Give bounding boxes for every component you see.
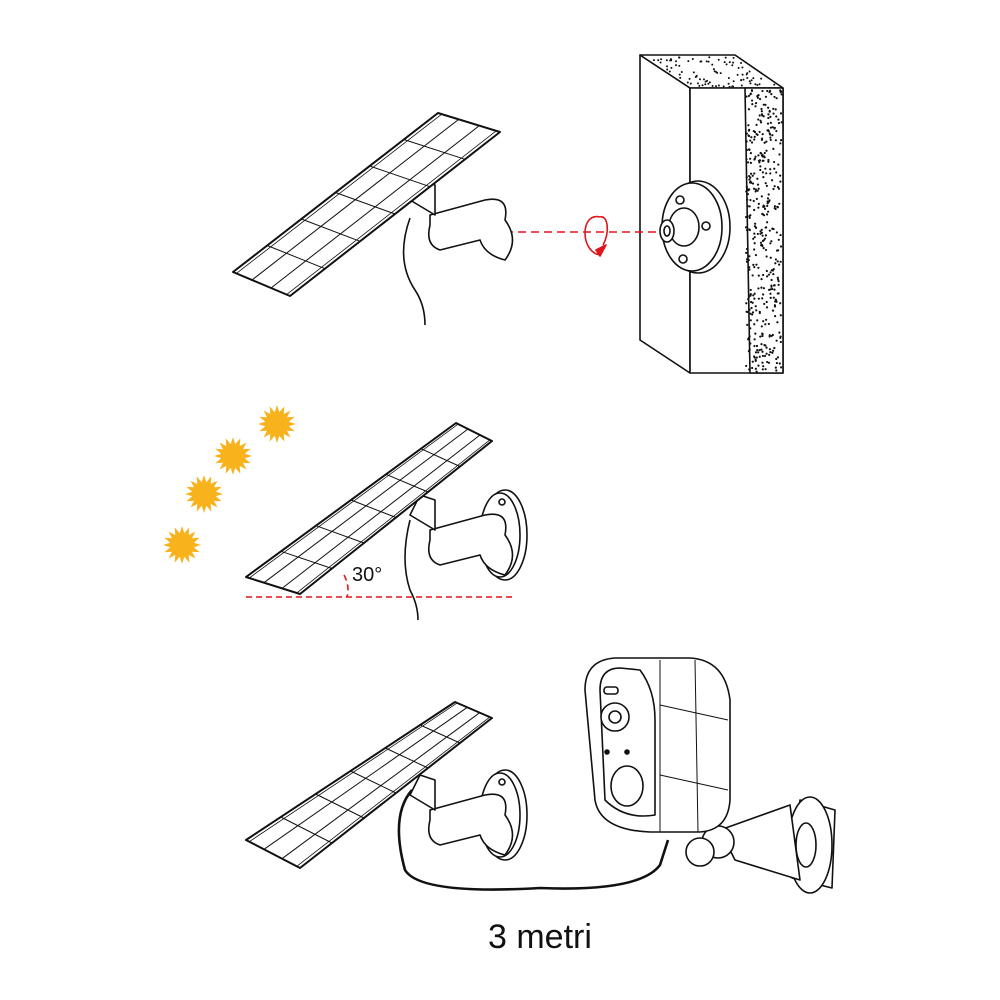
wall-mount-base bbox=[659, 180, 731, 274]
angle-guide bbox=[246, 574, 515, 598]
solar-panel bbox=[245, 701, 528, 869]
solar-panel bbox=[245, 422, 528, 621]
rotation-arrow-icon bbox=[505, 216, 660, 257]
solar-panel bbox=[232, 112, 514, 326]
tilt-angle-label: 30° bbox=[352, 564, 383, 586]
sun-icon bbox=[163, 526, 201, 564]
cable-length-label: 3 metri bbox=[488, 918, 592, 956]
sun-icon bbox=[214, 437, 252, 475]
wall bbox=[639, 54, 784, 374]
security-camera bbox=[584, 657, 836, 894]
sun-icon bbox=[185, 475, 223, 513]
cable bbox=[397, 789, 670, 891]
sun-icons bbox=[163, 405, 296, 564]
sun-icon bbox=[258, 405, 296, 443]
